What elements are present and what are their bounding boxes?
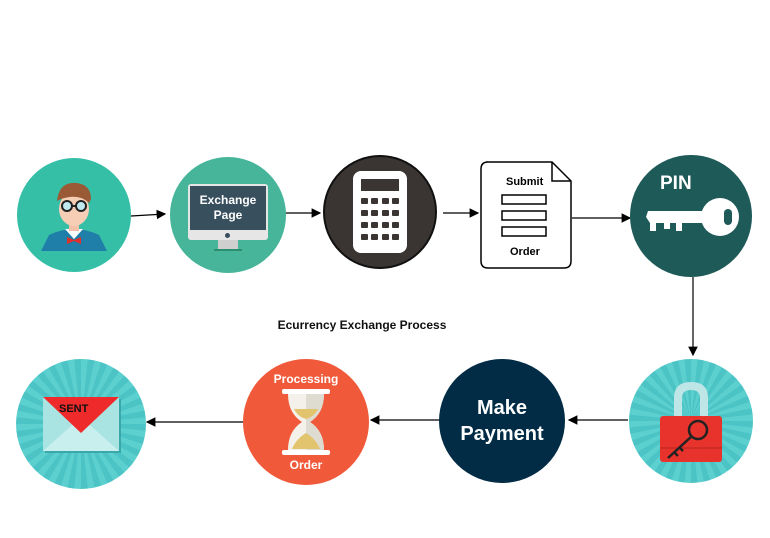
step-processing-order: Processing Order: [243, 359, 369, 485]
processing-label: Processing: [273, 372, 339, 386]
step-calculator: [323, 155, 437, 269]
user-avatar-icon: [41, 182, 107, 251]
payment-label-line2: Payment: [460, 423, 544, 445]
exchange-label-line2: Page: [213, 208, 243, 222]
calculator-icon: [353, 171, 407, 253]
sent-label: SENT: [59, 403, 89, 415]
exchange-label-line1: Exchange: [199, 193, 257, 207]
step-make-payment: Make Payment: [439, 359, 565, 483]
step-sent: SENT: [16, 359, 146, 489]
order-label: Order: [510, 246, 540, 258]
document-icon: [480, 161, 572, 269]
step-order-form: Submit Order: [480, 161, 572, 269]
monitor-icon: Exchange Page: [188, 184, 268, 252]
step-lock: [629, 359, 753, 483]
pin-label: PIN: [660, 173, 692, 194]
diagram-title: Ecurrency Exchange Process: [277, 318, 447, 332]
order-label: Order: [289, 458, 323, 472]
padlock-icon: [660, 382, 722, 462]
key-icon: [646, 198, 739, 236]
envelope-icon: SENT: [43, 397, 119, 451]
step-pin: PIN: [630, 155, 752, 277]
hourglass-icon: [282, 389, 330, 455]
step-exchange-page: Exchange Page: [170, 157, 286, 273]
payment-label-line1: Make: [476, 397, 528, 419]
arrow-user-to-exchange: [130, 209, 167, 220]
step-user: [17, 158, 131, 272]
submit-label: Submit: [506, 176, 544, 188]
